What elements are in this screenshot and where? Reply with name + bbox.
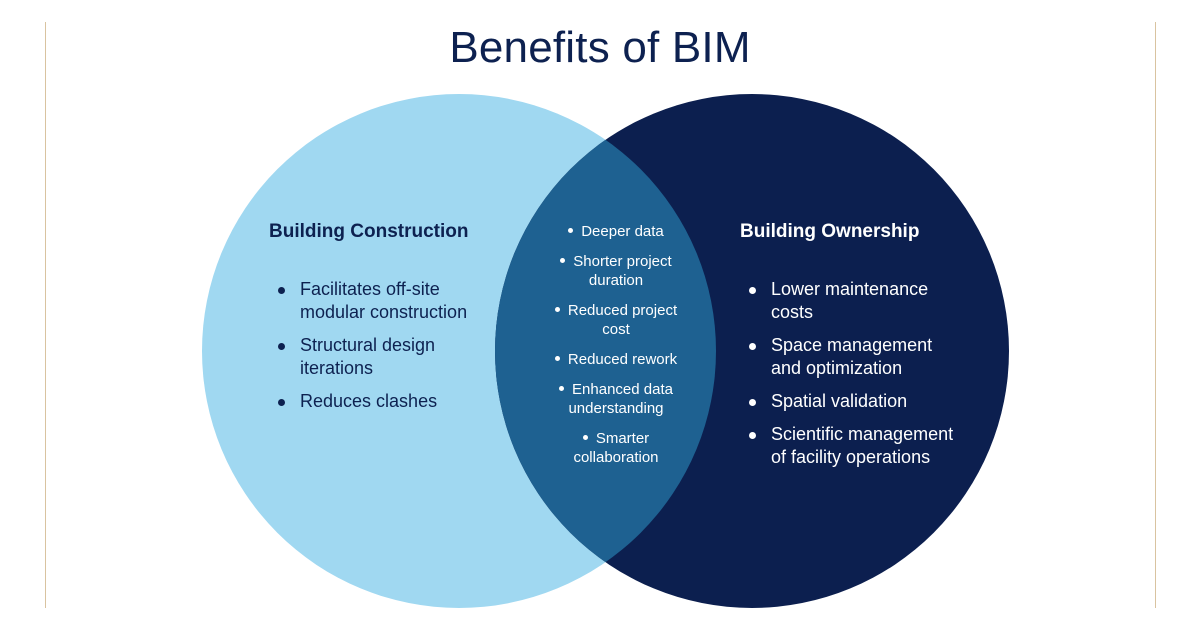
shared-benefits-list: Deeper data Shorter project duration Red…: [520, 222, 712, 478]
left-border-rule: [45, 22, 46, 608]
building-ownership-heading: Building Ownership: [740, 221, 920, 242]
building-construction-list: Facilitates off-site modular constructio…: [278, 278, 478, 423]
list-item: Facilitates off-site modular constructio…: [278, 278, 478, 324]
bullet-icon: [568, 227, 574, 233]
list-item: Space management and optimization: [749, 334, 959, 380]
bullet-icon: [559, 385, 565, 391]
list-item-label: Shorter project duration: [573, 253, 672, 289]
list-item-label: Deeper data: [581, 223, 664, 240]
list-item: Smarter collaboration: [520, 429, 712, 467]
bullet-icon: [554, 306, 560, 312]
list-item-label: Smarter collaboration: [573, 430, 659, 466]
list-item-label: Reduced project cost: [567, 302, 678, 338]
list-item: Enhanced data understanding: [520, 380, 712, 418]
list-item: Deeper data: [520, 222, 712, 241]
list-item: Lower maintenance costs: [749, 278, 959, 324]
bullet-icon: [554, 355, 560, 361]
list-item: Reduced project cost: [520, 301, 712, 339]
list-item-label: Enhanced data understanding: [568, 381, 673, 417]
list-item: Reduced rework: [520, 350, 712, 369]
list-item: Spatial validation: [749, 390, 959, 413]
list-item: Reduces clashes: [278, 390, 478, 413]
building-ownership-list: Lower maintenance costs Space management…: [749, 278, 959, 479]
building-construction-heading: Building Construction: [269, 221, 469, 242]
bullet-icon: [560, 257, 566, 263]
list-item-label: Reduced rework: [567, 351, 678, 368]
list-item: Structural design iterations: [278, 334, 478, 380]
right-border-rule: [1155, 22, 1156, 608]
list-item: Shorter project duration: [520, 252, 712, 290]
bullet-icon: [582, 434, 588, 440]
page-title: Benefits of BIM: [449, 23, 751, 72]
overlap-region: [495, 94, 716, 608]
list-item: Scientific management of facility operat…: [749, 423, 959, 469]
